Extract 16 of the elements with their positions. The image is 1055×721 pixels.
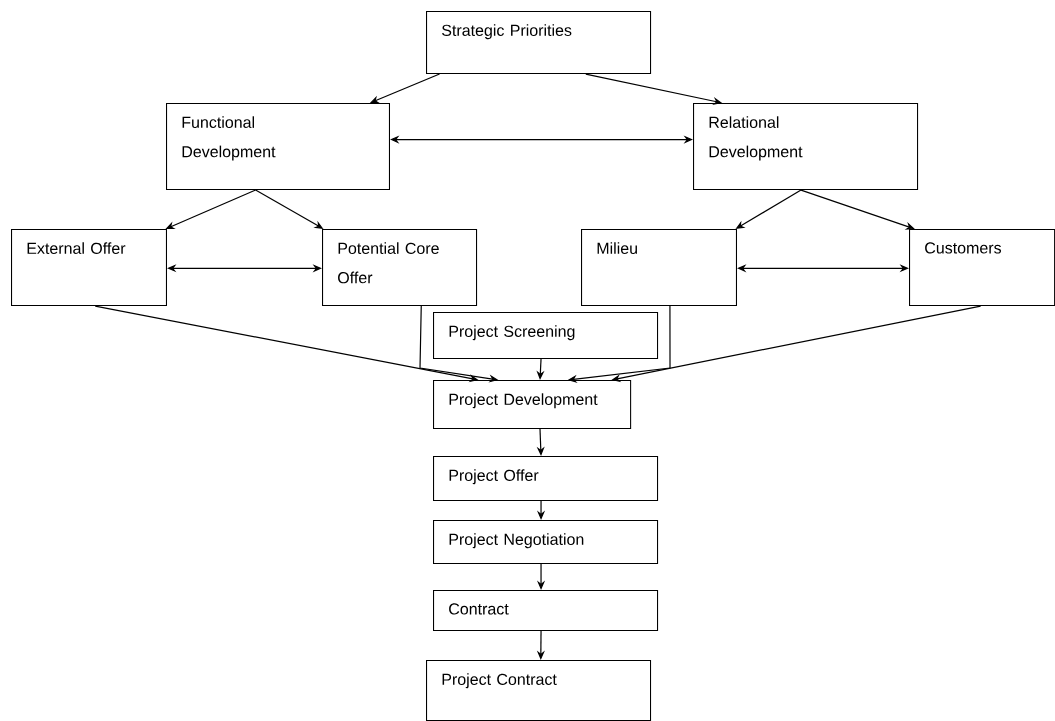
process-box: Project Screening	[433, 312, 659, 360]
process-box: Contract	[433, 590, 659, 632]
arrow	[737, 264, 909, 273]
process-box: External Offer	[11, 229, 167, 307]
process-box: Project Development	[433, 380, 632, 430]
process-box: Project Offer	[433, 456, 659, 502]
process-box: Relational Development	[693, 103, 919, 191]
process-box: Strategic Priorities	[426, 11, 652, 75]
process-box: Functional Development	[166, 103, 390, 191]
process-box: Project Negotiation	[433, 520, 659, 564]
process-box: Milieu	[581, 229, 737, 307]
arrow	[167, 264, 322, 273]
process-box: Customers	[909, 229, 1055, 307]
process-box: Potential Core Offer	[322, 229, 478, 307]
process-box: Project Contract	[426, 660, 652, 721]
arrow	[390, 135, 693, 144]
